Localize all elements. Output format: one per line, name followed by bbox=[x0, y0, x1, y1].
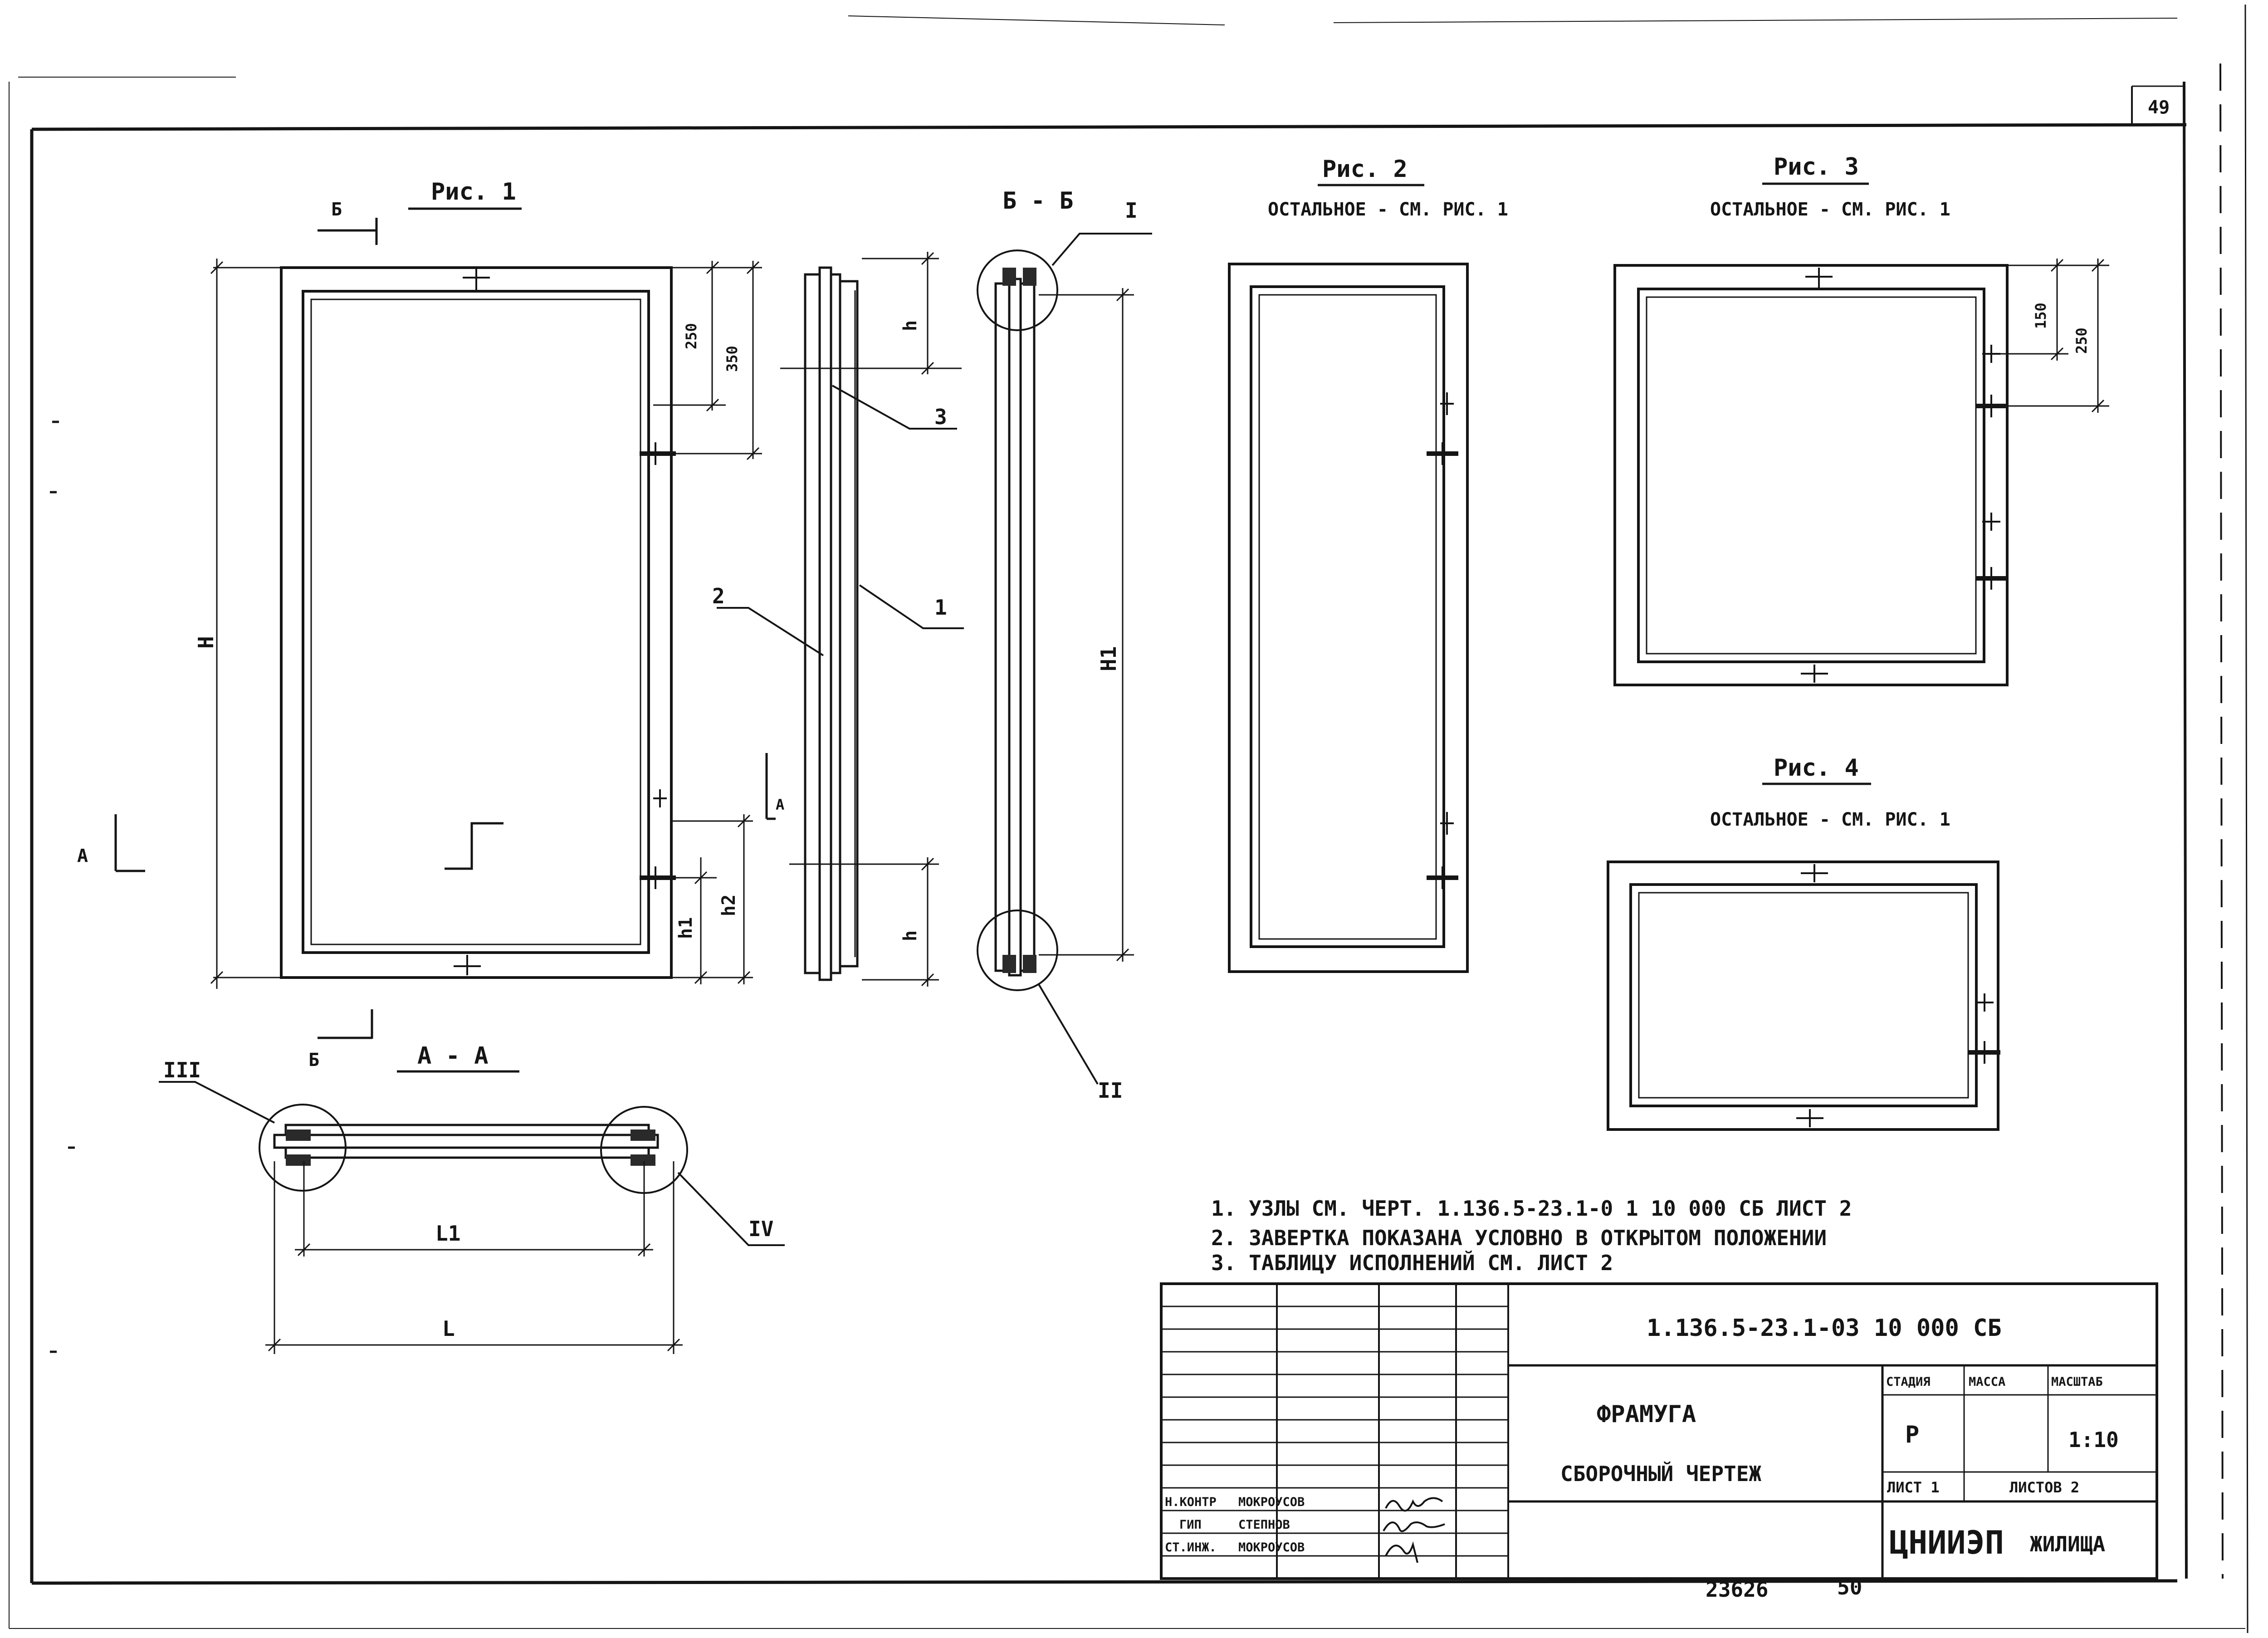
fig2-note: ОСТАЛЬНОЕ - СМ. РИС. 1 bbox=[1268, 199, 1508, 220]
section-aa-dim-l bbox=[265, 1161, 683, 1354]
fig4-center-marks bbox=[1796, 864, 1828, 1127]
drawing-name-line1: ФРАМУГА bbox=[1597, 1401, 1696, 1428]
fig1-hinge-hardware bbox=[640, 442, 676, 889]
section-aa: А - А III IV bbox=[159, 1042, 785, 1354]
signature-name-3: МОКРОУСОВ bbox=[1238, 1540, 1305, 1555]
stage-value: Р bbox=[1905, 1421, 1919, 1448]
organization-sub: ЖИЛИЩА bbox=[2030, 1532, 2105, 1556]
fig3-dim-150-250 bbox=[1991, 259, 2109, 413]
fig1-center-marks bbox=[454, 269, 490, 975]
signature-role-2: ГИП bbox=[1179, 1518, 1202, 1532]
scale-value: 1:10 bbox=[2068, 1428, 2119, 1452]
side-view-label-h-bottom: h bbox=[900, 930, 921, 941]
section-bb-hatched-nodes bbox=[1002, 268, 1036, 973]
fig1-dim-250-350 bbox=[653, 261, 762, 460]
fig1-opening-symbol bbox=[445, 822, 503, 870]
fig1-section-cut-a bbox=[114, 753, 776, 872]
callout-3: 3 bbox=[934, 405, 947, 429]
drawing-name-line2: СБОРОЧНЫЙ ЧЕРТЕЖ bbox=[1560, 1462, 1761, 1486]
fig1-section-cut-b bbox=[318, 218, 378, 1039]
organization-main: ЦНИИЭП bbox=[1889, 1524, 2004, 1561]
section-aa-label-l: L bbox=[442, 1316, 455, 1341]
fig2-hinge-hardware bbox=[1427, 392, 1458, 889]
fig1-label-h1: h1 bbox=[675, 917, 696, 939]
fig1-title: Рис. 1 bbox=[431, 178, 516, 205]
side-view-dim-h bbox=[780, 252, 962, 987]
section-bb-leaders bbox=[1038, 233, 1152, 1085]
fig3-label-250: 250 bbox=[2073, 328, 2090, 354]
general-notes: 1. УЗЛЫ СМ. ЧЕРТ. 1.136.5-23.1-0 1 10 00… bbox=[1211, 1196, 1852, 1275]
sheet-label: ЛИСТ 1 bbox=[1887, 1479, 1940, 1496]
section-bb-dim-h1 bbox=[1039, 288, 1134, 962]
fig4-title: Рис. 4 bbox=[1774, 754, 1859, 782]
side-view-label-h-top: h bbox=[900, 320, 921, 331]
callout-1: 1 bbox=[934, 595, 947, 620]
drawing-designation: 1.136.5-23.1-03 10 000 СБ bbox=[1647, 1315, 2002, 1342]
fig3-title: Рис. 3 bbox=[1774, 153, 1859, 181]
node-iii: III bbox=[163, 1058, 201, 1082]
fig4-hinge-hardware bbox=[1969, 993, 2000, 1064]
fig1-dim-h bbox=[210, 259, 281, 989]
fig3-hinge-hardware bbox=[1975, 345, 2007, 590]
node-i: I bbox=[1125, 198, 1138, 223]
section-bb-title: Б - Б bbox=[1002, 187, 1074, 215]
note-3: 3. ТАБЛИЦУ ИСПОЛНЕНИЙ СМ. ЛИСТ 2 bbox=[1211, 1251, 1613, 1275]
section-bb-label-h1: Н1 bbox=[1096, 646, 1121, 671]
signature-name-2: СТЕПНОВ bbox=[1238, 1518, 1290, 1532]
section-bb: Б - Б I II Н1 bbox=[977, 187, 1152, 1103]
signature-role-3: СТ.ИНЖ. bbox=[1165, 1540, 1217, 1555]
sheet-number: 49 bbox=[2148, 97, 2170, 118]
signature-role-1: Н.КОНТР bbox=[1165, 1495, 1217, 1509]
title-block-text: 1.136.5-23.1-03 10 000 СБ ФРАМУГА СБОРОЧ… bbox=[1165, 1315, 2119, 1561]
node-ii: II bbox=[1098, 1078, 1123, 1103]
stage-label: СТАДИЯ bbox=[1886, 1375, 1931, 1389]
fig3-note: ОСТАЛЬНОЕ - СМ. РИС. 1 bbox=[1710, 199, 1950, 220]
fig4-frame-outline bbox=[1607, 861, 1999, 1131]
fig3-center-marks bbox=[1801, 268, 1833, 683]
scan-margin-marks bbox=[50, 421, 75, 1353]
fig1-dim-h1-h2 bbox=[671, 814, 753, 984]
signature-name-1: МОКРОУСОВ bbox=[1238, 1495, 1305, 1509]
fig1-section-b-top: Б bbox=[331, 199, 342, 220]
sheets-label: ЛИСТОВ 2 bbox=[2009, 1479, 2079, 1496]
fig1-label-250: 250 bbox=[683, 323, 700, 349]
scale-label: МАСШТАБ bbox=[2051, 1375, 2103, 1389]
callout-2: 2 bbox=[712, 584, 725, 608]
fig2-frame-outline bbox=[1228, 263, 1469, 973]
mass-label: МАССА bbox=[1969, 1375, 2005, 1389]
figure-2: Рис. 2 ОСТАЛЬНОЕ - СМ. РИС. 1 bbox=[1228, 156, 1508, 973]
fig3-label-150: 150 bbox=[2032, 303, 2049, 329]
fig4-note: ОСТАЛЬНОЕ - СМ. РИС. 1 bbox=[1710, 809, 1950, 830]
fig1-section-a-right: А bbox=[776, 796, 784, 813]
figure-1: Рис. 1 Н bbox=[77, 178, 784, 1071]
fig1-section-b-bottom: Б bbox=[308, 1050, 319, 1071]
note-2: 2. ЗАВЕРТКА ПОКАЗАНА УСЛОВНО В ОТКРЫТОМ … bbox=[1211, 1226, 1827, 1250]
footer-number: 23626 bbox=[1706, 1577, 1768, 1602]
section-bb-profile bbox=[977, 249, 1058, 991]
title-block bbox=[1160, 1282, 2158, 1580]
fig2-title: Рис. 2 bbox=[1322, 156, 1408, 183]
section-aa-leaders bbox=[159, 1081, 785, 1246]
node-iv: IV bbox=[748, 1217, 773, 1241]
side-view: h h 2 1 3 bbox=[712, 252, 964, 987]
fig1-frame-outline bbox=[280, 266, 673, 979]
fig1-label-350: 350 bbox=[723, 346, 741, 372]
note-1: 1. УЗЛЫ СМ. ЧЕРТ. 1.136.5-23.1-0 1 10 00… bbox=[1211, 1196, 1852, 1221]
section-aa-label-l1: L1 bbox=[435, 1221, 460, 1246]
figure-4: Рис. 4 ОСТАЛЬНОЕ - СМ. РИС. 1 bbox=[1607, 754, 2000, 1131]
footer-code: 50 bbox=[1837, 1575, 1862, 1599]
sheet-frame bbox=[9, 4, 2248, 1633]
section-aa-profile bbox=[259, 1104, 688, 1194]
side-view-leaders bbox=[717, 385, 964, 656]
fig1-section-a-left: А bbox=[77, 846, 88, 866]
fig1-label-h: Н bbox=[194, 636, 218, 649]
side-view-profile bbox=[804, 266, 859, 981]
figure-3: Рис. 3 ОСТАЛЬНОЕ - СМ. РИС. 1 bbox=[1613, 153, 2109, 686]
fig1-label-h2: h2 bbox=[719, 895, 739, 916]
section-aa-title: А - А bbox=[417, 1042, 489, 1070]
section-aa-hatched-nodes bbox=[286, 1129, 655, 1166]
handwritten-signatures bbox=[1383, 1497, 1445, 1563]
fig3-frame-outline bbox=[1613, 264, 2009, 686]
